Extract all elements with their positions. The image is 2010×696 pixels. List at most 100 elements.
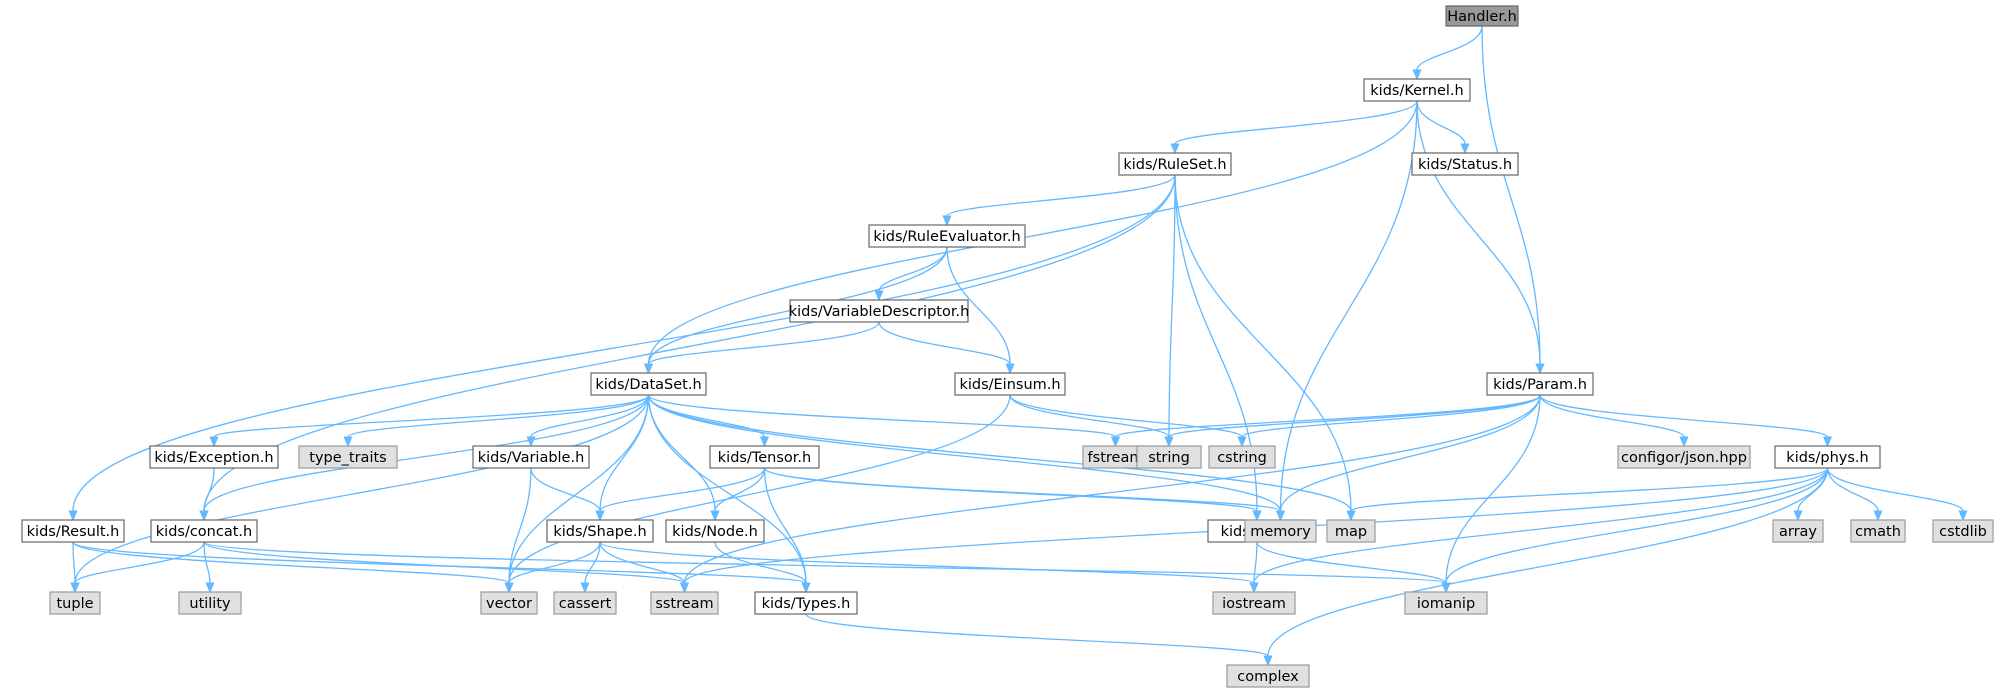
edge-kernel-to-memory [1275, 100, 1418, 522]
edge-concat-to-sstream [203, 541, 690, 594]
node-vardesc[interactable]: kids/VariableDescriptor.h [789, 299, 970, 323]
node-box [1772, 519, 1824, 543]
node-variable[interactable]: kids/Variable.h [472, 445, 590, 469]
edge-arrowhead [801, 582, 811, 594]
edge-exception-to-concat [199, 467, 215, 522]
node-ruleeval[interactable]: kids/RuleEvaluator.h [868, 224, 1026, 248]
node-kernel[interactable]: kids/Kernel.h [1363, 78, 1471, 102]
node-label: kids/Kernel.h [1370, 83, 1463, 99]
node-box [21, 519, 125, 543]
edge-line [763, 467, 1282, 512]
node-einsum[interactable]: kids/Einsum.h [954, 372, 1066, 396]
node-box [1404, 591, 1488, 615]
node-cassert: cassert [553, 591, 617, 615]
edge-arrowhead [595, 510, 605, 522]
edge-param-to-string [1164, 394, 1541, 448]
node-label: cmath [1855, 524, 1901, 540]
edge-phys-to-cstdlib [1826, 467, 1968, 522]
node-label: map [1335, 524, 1367, 540]
node-type_traits: type_traits [298, 445, 398, 469]
node-label: kids/Node.h [672, 524, 758, 540]
edge-line [599, 541, 1255, 584]
edge-line [763, 467, 807, 584]
node-dataset[interactable]: kids/DataSet.h [590, 372, 707, 396]
edge-fmt-to-iostream [1249, 541, 1259, 594]
node-box [480, 591, 538, 615]
edge-line [1009, 394, 1170, 438]
edge-shape-to-iostream [599, 541, 1259, 594]
node-label: kids/Result.h [27, 524, 120, 540]
edge-arrowhead [1535, 363, 1545, 375]
edge-phys-to-complex [1263, 467, 1829, 667]
node-node[interactable]: kids/Node.h [665, 519, 765, 543]
edge-arrowhead [942, 215, 952, 227]
node-label: cstdlib [1939, 524, 1987, 540]
node-types[interactable]: kids/Types.h [754, 591, 858, 615]
node-label: utility [189, 596, 231, 612]
edge-dataset-to-exception [209, 394, 650, 448]
edge-arrowhead [1958, 510, 1968, 522]
edge-arrowhead [199, 510, 209, 522]
node-label: fstream [1088, 450, 1144, 466]
edge-arrowhead [759, 436, 770, 448]
edge-line [1481, 25, 1541, 365]
node-handler[interactable]: Handler.h [1445, 5, 1519, 27]
edge-arrowhead [1170, 143, 1180, 155]
edge-arrowhead [643, 363, 654, 375]
node-exception[interactable]: kids/Exception.h [149, 445, 279, 469]
node-param[interactable]: kids/Param.h [1486, 372, 1594, 396]
node-box [709, 445, 820, 469]
node-tensor[interactable]: kids/Tensor.h [709, 445, 820, 469]
node-label: iostream [1222, 596, 1286, 612]
edge-result-to-types [72, 541, 811, 594]
edge-tensor-to-node [710, 467, 766, 522]
node-complex: complex [1226, 664, 1310, 688]
edge-variable-to-shape [530, 467, 605, 522]
edge-line [203, 394, 650, 512]
edge-line [203, 541, 686, 584]
edge-line [647, 394, 1117, 438]
node-label: cstring [1217, 450, 1267, 466]
edge-arrowhead [1110, 436, 1121, 448]
node-label: kids/Einsum.h [959, 377, 1060, 393]
node-fstream: fstream [1082, 445, 1149, 469]
edge-shape-to-cassert [580, 541, 601, 594]
edge-line [1009, 394, 1243, 438]
node-label: array [1779, 524, 1817, 540]
edge-param-to-memory [1275, 394, 1541, 522]
edge-arrowhead [1873, 510, 1883, 522]
node-status[interactable]: kids/Status.h [1411, 152, 1519, 176]
node-result[interactable]: kids/Result.h [21, 519, 125, 543]
edge-arrowhead [526, 436, 536, 448]
node-box [1244, 519, 1317, 543]
node-label: kids/Exception.h [154, 450, 273, 466]
edge-arrowhead [1252, 510, 1262, 522]
edge-line [878, 321, 1011, 365]
edge-line [508, 467, 532, 584]
edge-line [1826, 467, 1964, 512]
node-ruleset[interactable]: kids/RuleSet.h [1118, 152, 1232, 176]
node-phys[interactable]: kids/phys.h [1774, 445, 1881, 469]
edge-line [72, 174, 1176, 512]
edge-result-to-vector [72, 541, 514, 594]
edge-line [1279, 100, 1418, 512]
edge-arrowhead [1679, 436, 1689, 448]
edge-kernel-to-ruleset [1170, 100, 1418, 155]
node-label: kids/RuleSet.h [1123, 157, 1226, 173]
edge-ruleset-to-result [68, 174, 1176, 522]
node-shape[interactable]: kids/Shape.h [546, 519, 654, 543]
edge-einsum-to-vector [504, 394, 1011, 594]
edge-line [1416, 25, 1483, 71]
node-box [1208, 445, 1276, 469]
edge-concat-to-tuple [70, 541, 205, 594]
node-concat[interactable]: kids/concat.h [150, 519, 258, 543]
edge-line [1445, 394, 1541, 584]
edge-layer [68, 25, 1968, 667]
edge-arrowhead [70, 582, 80, 594]
edge-line [599, 467, 766, 512]
node-box [1774, 445, 1881, 469]
edge-param-to-iomanip [1441, 394, 1541, 594]
edge-arrowhead [209, 436, 219, 448]
node-label: vector [486, 596, 532, 612]
edge-shape-to-sstream [599, 541, 690, 594]
